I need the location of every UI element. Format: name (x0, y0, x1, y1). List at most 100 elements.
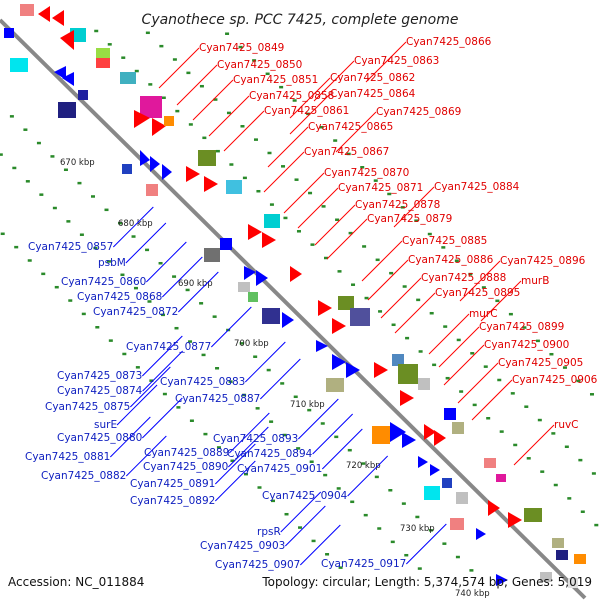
tick-dot (90, 195, 95, 198)
tick-dot (456, 338, 461, 342)
tick-dot (443, 325, 448, 328)
gene-feature (264, 214, 280, 228)
tick-dot (591, 472, 596, 475)
tick-dot (174, 326, 179, 330)
tick-dot (269, 420, 274, 423)
tick-dot (253, 355, 258, 358)
gene-label: Cyan7425_0873 (57, 370, 142, 382)
gene-feature (326, 378, 344, 392)
gene-feature (574, 554, 586, 564)
tick-dot (333, 139, 338, 142)
tick-dot (470, 352, 475, 355)
gene-label: Cyan7425_0869 (376, 106, 461, 118)
tick-dot (293, 395, 298, 399)
tick-dot (230, 459, 235, 463)
tick-dot (226, 111, 231, 115)
tick-dot (135, 366, 140, 369)
callout-line (228, 412, 270, 454)
tick-dot (481, 286, 486, 289)
tick-dot (199, 302, 204, 305)
tick-dot (296, 447, 301, 450)
gene-label: Cyan7425_0905 (498, 357, 583, 369)
gene-feature (316, 340, 328, 352)
gene-label: ruvC (554, 419, 579, 431)
tick-dot (362, 245, 367, 248)
gene-feature (262, 308, 280, 324)
callout-line (176, 64, 218, 106)
kbp-label-680: 680 kbp (118, 219, 153, 229)
gene-feature (452, 422, 464, 434)
callout-line (112, 206, 154, 248)
tick-dot (416, 298, 421, 302)
gene-label: Cyan7425_0868 (77, 291, 162, 303)
tick-dot (243, 472, 248, 476)
gene-label: Cyan7425_0870 (324, 167, 409, 179)
gene-label: Cyan7425_0889 (144, 447, 229, 459)
tick-dot (454, 259, 459, 262)
callout-line (214, 460, 256, 502)
gene-feature (140, 96, 162, 118)
tick-dot (269, 203, 274, 206)
gene-feature (338, 296, 354, 310)
callout-line (192, 79, 234, 121)
tick-dot (104, 208, 109, 212)
tick-dot (323, 473, 328, 477)
gene-label: Cyan7425_0874 (57, 385, 143, 397)
callout-line (347, 455, 389, 497)
callout-line (380, 277, 422, 319)
tick-dot (377, 527, 382, 530)
gene-feature (350, 308, 370, 326)
callout-line (214, 443, 256, 485)
tick-dot (160, 313, 165, 317)
gene-label: Cyan7425_0871 (338, 182, 423, 194)
tick-dot (306, 112, 311, 116)
tick-dot (296, 230, 301, 233)
tick-dot (567, 497, 572, 500)
tick-dot (175, 109, 180, 113)
tick-dot (257, 486, 262, 489)
tick-dot (378, 310, 383, 313)
tick-dot (81, 312, 86, 316)
gene-label: surE (94, 419, 117, 431)
tick-dot (307, 408, 312, 412)
tick-dot (212, 315, 217, 318)
tick-dot (199, 84, 204, 88)
gene-feature (484, 458, 496, 468)
gene-feature (568, 578, 578, 588)
callout-line (177, 271, 219, 313)
tick-dot (309, 460, 314, 463)
gene-feature (398, 364, 418, 384)
gene-feature (60, 30, 74, 50)
kbp-label-690: 690 kbp (178, 279, 213, 289)
tick-dot (375, 258, 380, 262)
gene-label: Cyan7425_0888 (421, 272, 506, 284)
tick-dot (216, 446, 221, 449)
gene-label: Cyan7425_0887 (175, 393, 260, 405)
tick-dot (363, 513, 368, 517)
tick-dot (162, 392, 167, 396)
gene-feature (552, 538, 564, 548)
tick-dot (455, 555, 460, 559)
tick-dot (459, 390, 464, 393)
tick-dot (281, 165, 286, 168)
tick-dot (549, 352, 554, 356)
gene-label: murB (521, 275, 549, 287)
tick-dot (172, 275, 177, 278)
gene-feature (146, 184, 158, 196)
tick-dot (336, 487, 341, 490)
tick-dot (418, 350, 423, 353)
gene-feature (162, 164, 172, 180)
gene-feature (508, 512, 522, 528)
gene-feature (96, 58, 110, 68)
gene-feature (204, 176, 218, 192)
gene-feature (238, 282, 250, 292)
tick-dot (404, 553, 409, 557)
callout-line (109, 416, 151, 458)
tick-dot (0, 153, 3, 156)
tick-dot (203, 432, 208, 436)
tick-dot (576, 379, 581, 383)
tick-dot (229, 163, 234, 166)
gene-label: Cyan7425_0884 (434, 181, 520, 193)
gene-feature (424, 486, 440, 500)
gene-feature (540, 572, 552, 582)
